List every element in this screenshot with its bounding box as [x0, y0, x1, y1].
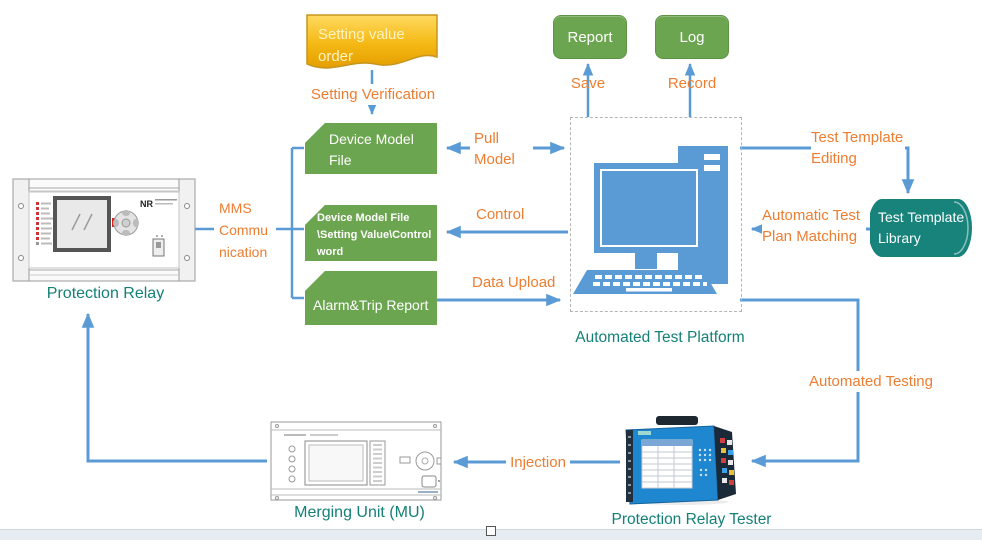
alarm-trip-report-text: Alarm&Trip Report [313, 297, 429, 313]
test-template-library-node: Test Template Library [870, 199, 978, 257]
report-node: Report [553, 15, 627, 59]
test-template-library-text: Test Template Library [878, 209, 965, 246]
test-template-editing-label: Test Template Editing [811, 127, 905, 169]
banner-text: Setting value order [318, 26, 405, 65]
protection-relay-tester-label: Protection Relay Tester [611, 511, 772, 528]
automatic-test-plan-matching-label: Automatic Test Plan Matching [762, 205, 866, 247]
pull-model-label: Pull Model [474, 128, 530, 170]
device-model-detail-box: Device Model File \Setting Value\Control… [305, 205, 437, 261]
protection-relay-tester-device [618, 414, 740, 506]
log-label: Log [679, 28, 705, 46]
data-upload-label: Data Upload [472, 274, 556, 291]
mms-communication-label: MMS Commu nication [219, 197, 275, 263]
record-label: Record [667, 75, 717, 92]
device-model-detail-text: Device Model File \Setting Value\Control… [317, 212, 432, 258]
device-model-file-box: Device Model File [305, 123, 437, 174]
merging-unit-device [270, 421, 442, 501]
setting-verification-label: Setting Verification [303, 84, 443, 105]
setting-value-order-banner: Setting value order [305, 13, 439, 75]
automated-test-platform-box [570, 117, 742, 312]
wave-banner-shape [306, 14, 438, 69]
protection-relay-label: Protection Relay [46, 285, 165, 302]
database-cylinder-icon [870, 199, 972, 257]
merging-unit-label: Merging Unit (MU) [294, 504, 425, 521]
svg-text:NR: NR [140, 199, 153, 209]
save-label: Save [570, 75, 606, 92]
log-node: Log [655, 15, 729, 59]
device-model-file-text: Device Model File [329, 131, 414, 168]
control-label: Control [476, 206, 525, 223]
automated-test-platform-label: Automated Test Platform [575, 329, 745, 346]
protection-relay-device: NR [12, 178, 196, 282]
alarm-trip-report-box: Alarm&Trip Report [305, 271, 437, 325]
automated-testing-label: Automated Testing [809, 371, 947, 392]
desktop-computer-icon [573, 146, 728, 294]
selection-handle [486, 526, 496, 536]
injection-label: Injection [506, 452, 570, 473]
report-label: Report [567, 28, 613, 46]
